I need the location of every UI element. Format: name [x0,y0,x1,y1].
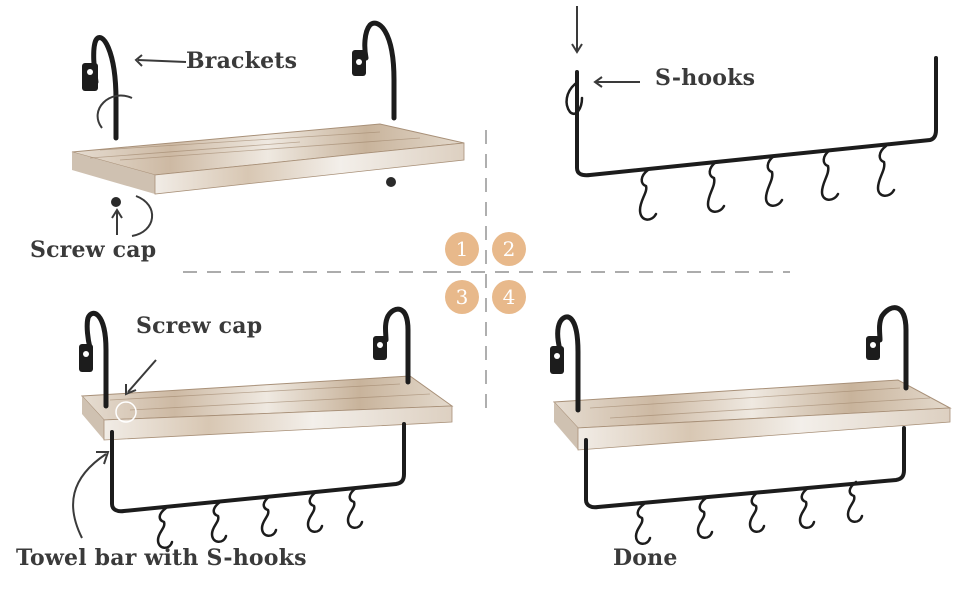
bracket-left [79,310,109,409]
screw-cap-label: Screw cap [30,237,157,263]
bracket-right [866,305,909,391]
s-hooks-row [156,486,364,549]
screw-cap-highlight [115,401,137,423]
shelf-board [552,379,952,451]
arrow-icon [72,453,107,539]
s-hooks-row [565,82,896,221]
step-badge-3: 3 [445,280,479,314]
arrow-head-icon [571,43,583,54]
arrow-icon [127,359,157,393]
towel-bar [110,422,406,514]
s-hook-icon [565,82,584,115]
shelf-board [71,123,465,195]
s-hooks-row [634,480,864,545]
divider-lines [183,130,790,415]
screw-cap-label-step-3: Screw cap [136,313,263,339]
arrow-head-icon [96,451,110,465]
arrow-head-icon [593,76,603,88]
panel-4-illustration [550,305,952,545]
step-badge-4: 4 [492,280,526,314]
panel-2-illustration [565,6,938,221]
panel-3-illustration [72,306,454,549]
screw-cap-icon [386,177,396,187]
step-badge-2: 2 [492,232,526,266]
arrow-head-icon [111,208,123,219]
s-hooks-label: S-hooks [655,65,756,91]
done-label: Done [613,545,678,571]
arrow-icon [137,59,187,63]
screw-cap-icon [111,197,121,207]
brackets-label: Brackets [186,48,298,74]
arrow-head-icon [134,54,143,67]
bracket-right [352,20,397,121]
bracket-left [82,35,119,141]
rotate-arrow-icon [96,94,133,129]
bracket-right [373,306,411,385]
arrow-head-icon [125,384,137,396]
bracket-left [550,314,581,413]
towel-bar [575,56,938,178]
panel-1-illustration [71,20,465,237]
shelf-board [80,375,454,441]
rotate-arrow-icon [131,195,154,237]
towel-bar-label: Towel bar with S-hooks [16,545,307,571]
towel-bar [584,426,906,510]
step-badge-1: 1 [445,232,479,266]
